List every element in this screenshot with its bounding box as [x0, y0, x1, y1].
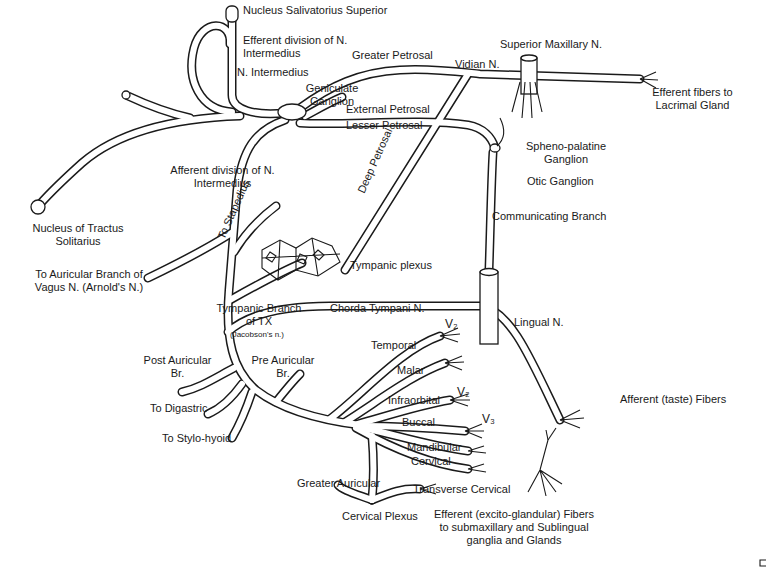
nerve-label: Lingual N. — [514, 316, 564, 329]
buccal-fibers — [465, 424, 484, 438]
nerve-label: Malar — [397, 364, 425, 377]
lingual-cylinder — [480, 272, 498, 344]
nerve-label: Buccal — [402, 416, 435, 429]
nerve-label: V₃ — [482, 413, 495, 426]
nerve-label: Efferent fibers to Lacrimal Gland — [645, 86, 740, 112]
nerve-structures — [31, 6, 537, 344]
taste-fibers — [560, 410, 584, 428]
nerve-label: Greater Auricular — [297, 477, 380, 490]
maxillary-cylinder — [521, 58, 537, 94]
nerve-label: Afferent (taste) Fibers — [620, 393, 726, 406]
lingual-cylinder-top — [480, 269, 498, 276]
maxillary-cylinder-top — [521, 55, 537, 61]
nerve-label: Greater Petrosal — [352, 49, 433, 62]
nerve-label: Communicating Branch — [492, 210, 606, 223]
nerve-label: (Jacobson's n.) — [230, 328, 284, 341]
nerve-label: Pre Auricular Br. — [248, 354, 318, 380]
nerve-label: External Petrosal — [346, 103, 430, 116]
nerve-label: Transverse Cervical — [413, 483, 510, 496]
nerve-label: V₂ — [445, 318, 458, 331]
nerve-label: V₂ — [457, 386, 470, 399]
nerve-label: Deep Petrosal — [355, 126, 395, 195]
nerve-outline — [40, 20, 640, 500]
nerve-label: Infraorbital — [388, 394, 440, 407]
glandular-stem — [546, 430, 548, 440]
nerve-label: Post Auricular Br. — [140, 354, 215, 380]
fine-fibers — [262, 72, 766, 566]
nerve-label: Efferent (excito-glandular) Fibers to su… — [430, 508, 598, 547]
mandibular-fibers — [468, 446, 486, 453]
nerve-label: Temporal — [371, 339, 416, 352]
nerve-label: Cervical Plexus — [342, 510, 418, 523]
nerve-label: Cervical — [411, 455, 451, 468]
nerve-fill — [40, 20, 640, 500]
nerve-label: Vidian N. — [455, 58, 499, 71]
plexus-mesh — [262, 238, 340, 280]
nerve-label: N. Intermedius — [237, 66, 309, 79]
nerve-label: Mandibular — [407, 441, 461, 454]
glandular-stem — [548, 428, 556, 440]
nerve-label: Tympanic plexus — [350, 259, 432, 272]
geniculate-ganglion — [278, 104, 306, 120]
cervical-fibers — [468, 464, 486, 472]
nerve-label: Nucleus Salivatorius Superior — [243, 4, 387, 17]
nerve-label: Tympanic Branch of TX — [214, 302, 304, 328]
nerve-label: Chorda Tympani N. — [330, 302, 425, 315]
corner-mark — [760, 560, 766, 566]
tympanic-plexus — [262, 238, 340, 280]
nerve-label: To Auricular Branch of Vagus N. (Arnold'… — [28, 268, 150, 294]
nerve-label: Spheno-palatine Ganglion — [520, 140, 612, 166]
nerve-label: To Stylo-hyoid — [162, 432, 231, 445]
nerve-label: Nucleus of Tractus Solitarius — [28, 222, 128, 248]
lacrimal-fibers — [640, 72, 658, 88]
nucleus-bulb — [31, 200, 45, 214]
nerve-label: Afferent division of N. Intermedius — [160, 164, 285, 190]
plexus-cells — [266, 250, 324, 264]
nerve-end — [122, 91, 130, 99]
sphenopalatine-fibers — [512, 82, 542, 118]
nucleus-knob — [226, 6, 238, 22]
otic-fibers — [497, 118, 504, 146]
nerve-label: To Digastric — [150, 402, 207, 415]
nerve-label: Superior Maxillary N. — [500, 38, 602, 51]
glandular-fibers — [528, 440, 562, 496]
nerve-label: Otic Ganglion — [527, 175, 594, 188]
malar-fibers — [445, 356, 464, 370]
